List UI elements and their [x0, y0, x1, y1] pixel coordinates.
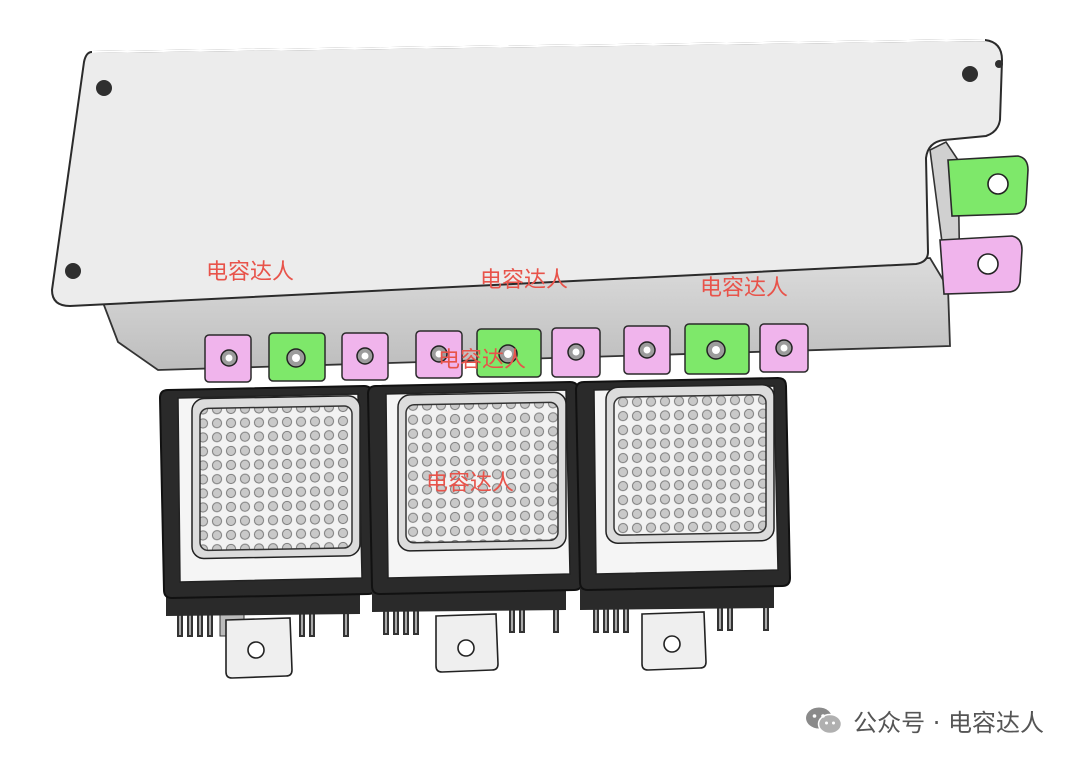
side-terminal-pink [939, 235, 1023, 295]
terminal-green [476, 328, 542, 378]
top-terminals [204, 323, 809, 383]
footer-attribution: 公众号 · 电容达人 [805, 703, 1044, 738]
wechat-icon [806, 707, 843, 734]
watermark-text: 电容达人 [480, 268, 569, 293]
terminal-pink [759, 323, 809, 373]
side-terminal-green [947, 155, 1029, 217]
power-module-1 [158, 384, 378, 679]
power-module-2 [366, 380, 584, 673]
capacitor-housing [50, 38, 1004, 371]
terminal-green [268, 332, 326, 382]
watermark-text: 电容达人 [438, 348, 527, 373]
watermark-text: 电容达人 [206, 260, 295, 285]
terminal-pink [415, 330, 463, 379]
terminal-pink [551, 327, 601, 378]
watermark-text: 电容达人 [426, 471, 515, 496]
watermark-text: 电容达人 [700, 276, 789, 301]
footer-text: 公众号 · 电容达人 [853, 709, 1044, 737]
power-module-3 [574, 376, 792, 671]
terminal-pink [341, 332, 389, 381]
terminal-pink [623, 325, 671, 375]
terminal-green [684, 323, 750, 375]
terminal-pink [204, 334, 252, 383]
